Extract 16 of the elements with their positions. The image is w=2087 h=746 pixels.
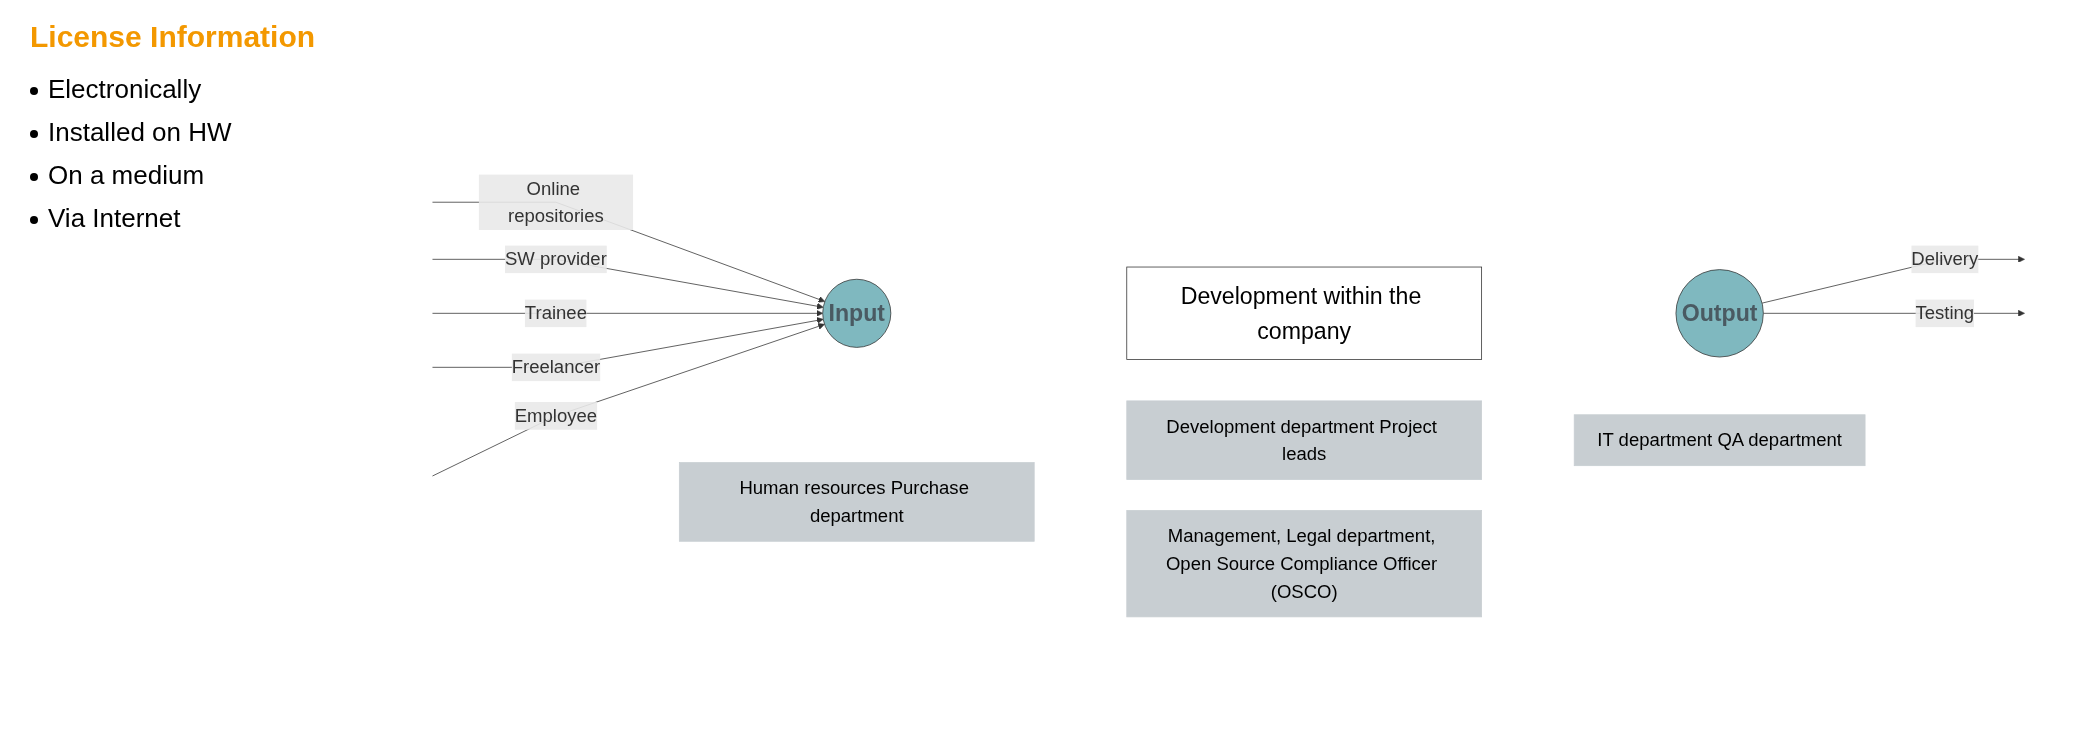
process-node: Output bbox=[1675, 269, 1764, 358]
bullet-item: Via Internet bbox=[48, 203, 181, 234]
process-node: Input bbox=[822, 279, 892, 349]
highlight-heading: License Information bbox=[30, 20, 316, 54]
bullet-item: On a medium bbox=[48, 160, 205, 191]
process-node: IT department QA department bbox=[1573, 414, 1866, 467]
bullet-item: Installed on HW bbox=[48, 117, 232, 148]
edge-label: Testing bbox=[1915, 302, 1975, 324]
process-node: Management, Legal department, Open Source Compliance Officer (OSCO) bbox=[1126, 510, 1482, 618]
edge-label: SW provider bbox=[504, 245, 607, 274]
edge-label: Delivery bbox=[1911, 248, 1979, 270]
process-node: Development within the company bbox=[1126, 267, 1482, 361]
process-node: Human resources Purchase department bbox=[678, 462, 1035, 543]
process-node: Development department Project leads bbox=[1126, 400, 1482, 481]
bullet-item: Electronically bbox=[48, 74, 202, 105]
edge-label: Online repositories bbox=[508, 178, 604, 227]
